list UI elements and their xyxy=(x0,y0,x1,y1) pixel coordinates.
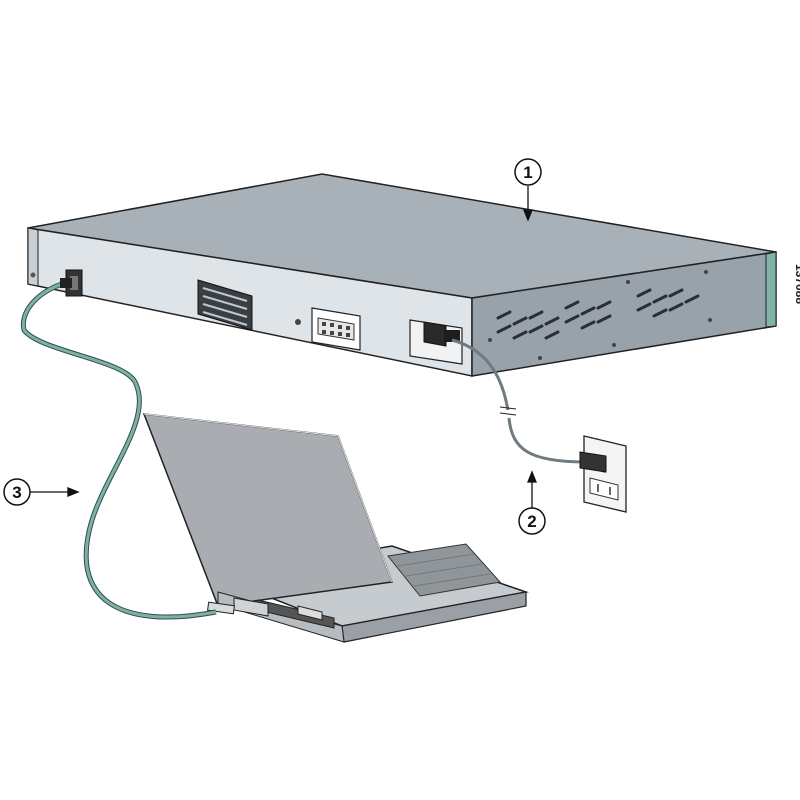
screw xyxy=(295,319,301,325)
fan-vent xyxy=(197,279,253,331)
switch-left-cap xyxy=(27,227,39,287)
switch xyxy=(27,173,777,377)
rps-connector xyxy=(311,307,361,351)
callout-3-label: 3 xyxy=(12,483,21,502)
laptop xyxy=(142,413,529,643)
console-cable xyxy=(20,278,217,620)
power-plug xyxy=(579,451,607,473)
console-port xyxy=(65,269,83,297)
callout-1: 1 xyxy=(514,158,542,186)
switch-trim xyxy=(765,251,777,328)
callout-leaders xyxy=(30,186,537,508)
wall-outlet xyxy=(583,435,627,513)
figure-id: 137088 xyxy=(793,264,800,304)
power-receptacle xyxy=(409,319,463,365)
console-cable-connector xyxy=(60,278,72,288)
laptop-lid xyxy=(142,413,394,607)
callout-1-label: 1 xyxy=(523,163,532,182)
callout-2: 2 xyxy=(518,507,546,535)
side-vents xyxy=(496,288,700,340)
callout-3: 3 xyxy=(3,478,31,506)
power-cord xyxy=(451,338,607,473)
callout-2-label: 2 xyxy=(527,512,536,531)
